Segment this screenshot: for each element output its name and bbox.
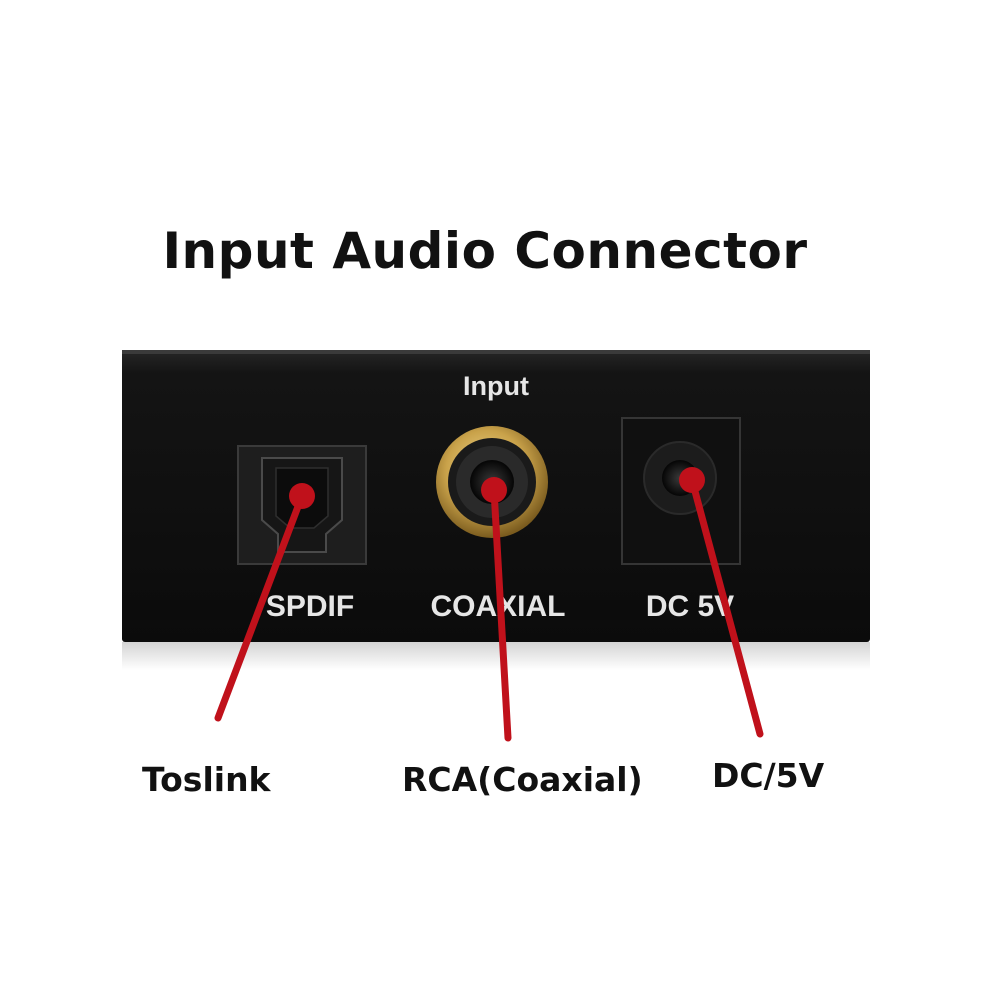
pointer-dc [679,467,764,738]
panel-header-label: Input [463,371,529,401]
diagram-title: Input Audio Connector [162,222,808,280]
pointer-rca [481,477,512,742]
dc-port [621,417,741,565]
callout-dc: DC/5V [712,756,825,795]
pointer-toslink [214,483,315,722]
spdif-port [237,445,367,565]
callout-toslink: Toslink [142,760,271,799]
spdif-label: SPDIF [266,590,354,623]
callout-rca: RCA(Coaxial) [402,760,643,799]
